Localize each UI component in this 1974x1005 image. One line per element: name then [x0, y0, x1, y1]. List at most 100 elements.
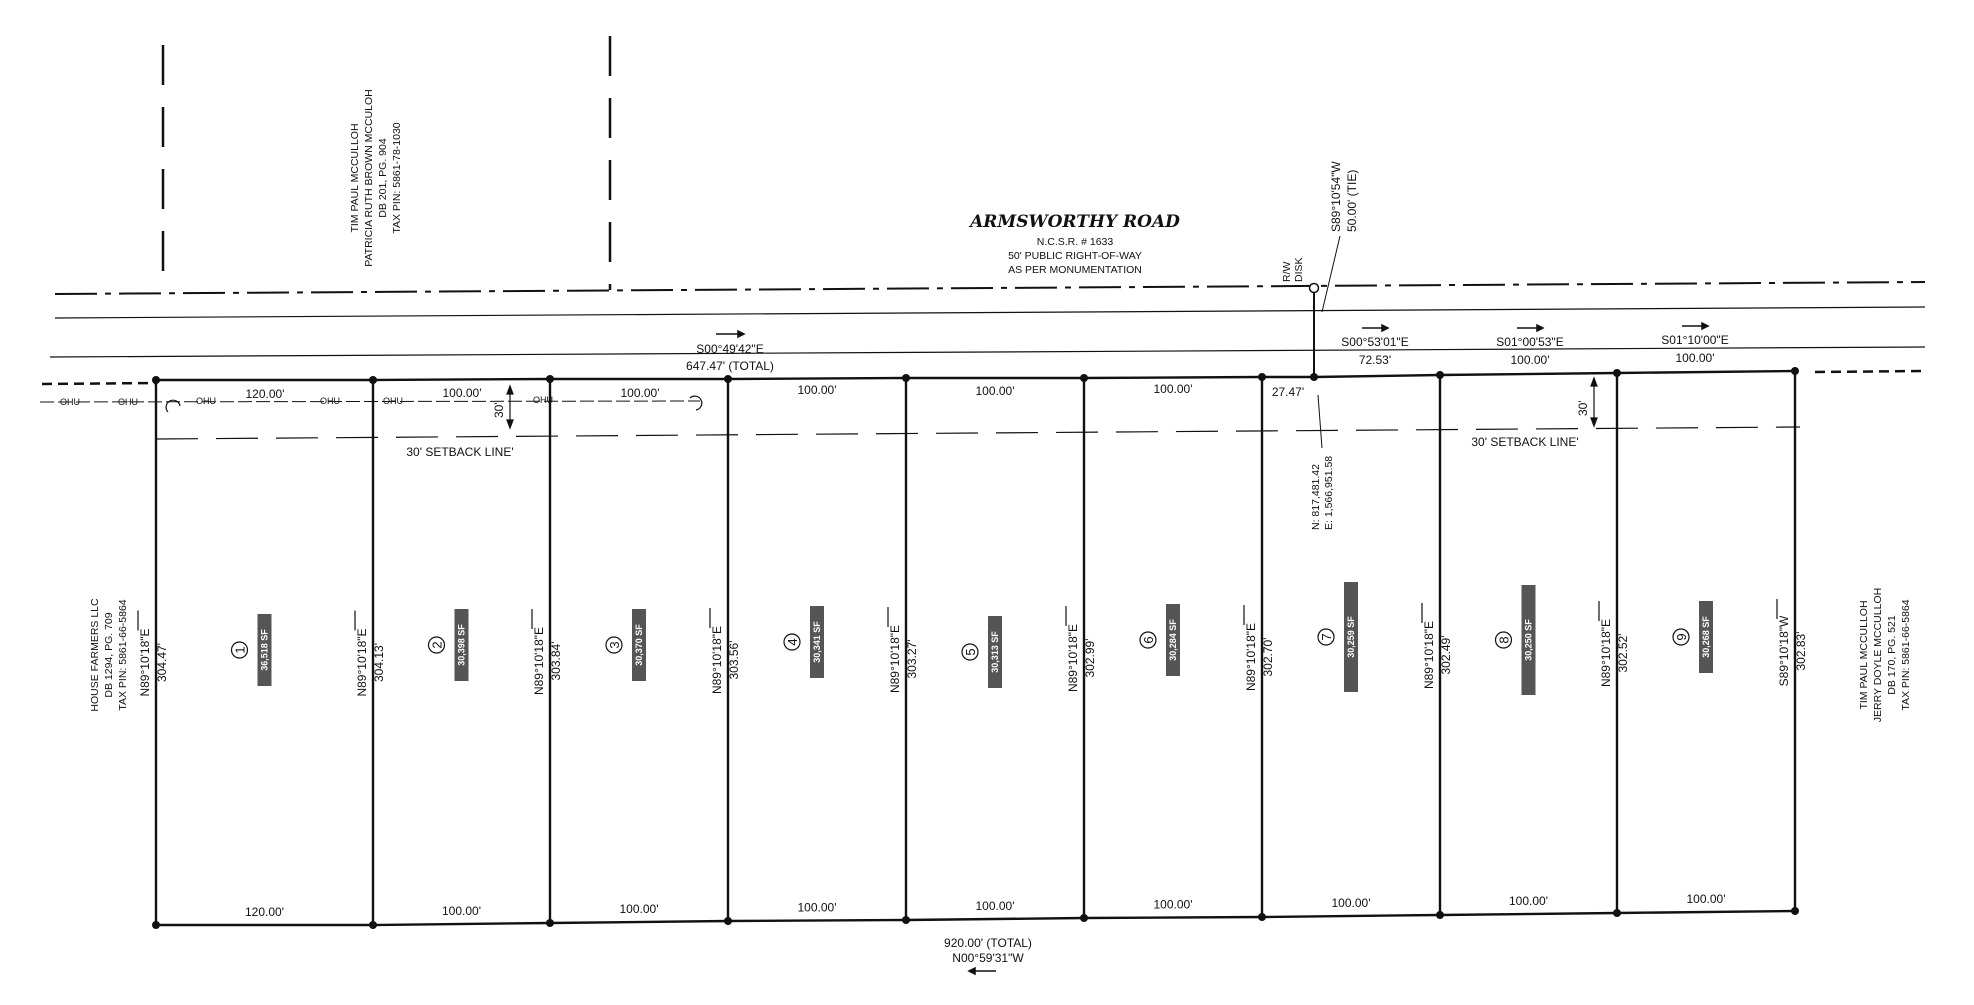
lot-number: 7	[1319, 633, 1334, 640]
overhead-utility-line: OHU OHU OHU OHU OHU OHU	[39, 395, 703, 413]
side-distance-5: 303.27'	[905, 640, 919, 679]
tie-distance: 50.00' (TIE)	[1345, 170, 1359, 232]
lot-area-shading	[257, 614, 272, 686]
lot-area-shading	[454, 609, 469, 681]
lot-area: 30,313 SF	[990, 631, 1000, 673]
lot-number: 1	[233, 646, 248, 653]
lot-number: 8	[1497, 636, 1512, 643]
side-distance-9: 302.52'	[1616, 634, 1630, 673]
front-distance-1: 120.00'	[246, 387, 285, 401]
setback-line	[155, 426, 1801, 440]
lot-lines	[152, 367, 1799, 929]
front-distance-7: 27.47'	[1272, 385, 1304, 399]
frontage-west-total: 647.47' (TOTAL)	[686, 359, 774, 373]
frontage-seg-2-bearing: S01°00'53"E	[1496, 335, 1563, 349]
ohu-label-4: OHU	[320, 396, 340, 406]
lot-number-circle	[230, 641, 249, 659]
corner-marker-top-5	[902, 374, 910, 382]
coord-east: E: 1,566,951.58	[1323, 456, 1335, 530]
east-owner-line-3: DB 170, PG. 521	[1886, 615, 1898, 695]
corner-marker-top-1	[152, 376, 160, 384]
lot-area-shading	[1699, 601, 1713, 673]
lot-number-circle	[1317, 628, 1335, 646]
corner-marker-top-3	[546, 375, 554, 383]
lot-area: 30,250 SF	[1524, 619, 1534, 661]
rear-distance-8: 100.00'	[1509, 894, 1548, 908]
setback-dim-east-label: 30'	[1576, 400, 1590, 416]
front-distance-4: 100.00'	[798, 383, 837, 397]
ohu-label-3: OHU	[196, 396, 216, 406]
rear-bearing: N00°59'31"W	[952, 951, 1024, 965]
side-bearing-8: N89°10'18"E	[1422, 621, 1436, 689]
tie-leader	[1321, 235, 1341, 313]
lot-number-circle	[1139, 631, 1157, 649]
frontage-seg-2-distance: 100.00'	[1511, 353, 1550, 367]
road-row: 50' PUBLIC RIGHT-OF-WAY	[1008, 250, 1142, 262]
setback-dim-west-label: 30'	[492, 402, 506, 418]
east-owner-line-1: TIM PAUL MCCULLOH	[1858, 600, 1870, 709]
corner-marker-bottom-7	[1258, 913, 1266, 921]
side-bearing-9: N89°10'18"E	[1599, 619, 1613, 687]
corner-marker-bottom-3	[546, 919, 554, 927]
rw-disk-marker	[1308, 282, 1320, 294]
corner-marker-rw	[1310, 373, 1318, 381]
lot-area: 30,341 SF	[812, 621, 822, 663]
lot-area-shading	[810, 606, 824, 678]
road-monumentation: AS PER MONUMENTATION	[1008, 264, 1142, 276]
corner-marker-top-9	[1613, 369, 1621, 377]
lot-number-circle	[783, 633, 801, 651]
setback-dim-east	[1590, 376, 1598, 428]
lot-area: 30,370 SF	[634, 624, 644, 666]
frontage-arrow-west	[716, 329, 746, 339]
front-distance-6: 100.00'	[1154, 382, 1193, 396]
side-bearing-1: N89°10'18"E	[138, 628, 152, 696]
lot-number: 2	[430, 641, 445, 648]
corner-marker-bottom-9	[1613, 909, 1621, 917]
front-distance-3: 100.00'	[621, 386, 660, 400]
setback-label-west: 30' SETBACK LINE'	[406, 445, 513, 459]
road-name: ARMSWORTHY ROAD	[968, 212, 1180, 232]
lot-1: 1 36,518 SF	[230, 614, 272, 686]
frontage-seg-3-distance: 100.00'	[1676, 351, 1715, 365]
lot-number-circle	[427, 636, 446, 654]
lot-area: 36,518 SF	[260, 629, 270, 671]
tie-bearing: S89°10'54"W	[1329, 161, 1343, 232]
rear-distance-6: 100.00'	[1154, 898, 1193, 912]
side-bearing-5: N89°10'18"E	[888, 625, 902, 693]
lot-number-circle	[961, 643, 979, 661]
west-owner-line-1: HOUSE FARMERS LLC	[89, 598, 101, 712]
corner-marker-bottom-6	[1080, 914, 1088, 922]
rear-total: 920.00' (TOTAL)	[944, 936, 1032, 950]
side-bearing-4: N89°10'18"E	[710, 626, 724, 694]
ohu-label-5: OHU	[383, 396, 403, 406]
west-owner-line-2: DB 1294, PG. 709	[103, 612, 115, 697]
rear-distance-2: 100.00'	[442, 904, 481, 918]
east-owner-line-4: TAX PIN: 5861-66-5864	[1900, 599, 1912, 710]
rear-distance-4: 100.00'	[798, 901, 837, 915]
side-distance-3: 303.84'	[549, 642, 563, 681]
lot-number-circle	[605, 636, 623, 654]
lot-area-shading	[988, 616, 1002, 688]
front-distance-2: 100.00'	[443, 386, 482, 400]
front-property-line	[156, 369, 1796, 382]
frontage-arrows-east	[1362, 321, 1710, 333]
rw-disk-label-2: DISK	[1293, 257, 1305, 282]
east-owner-line-2: JERRY DOYLE MCCULLOH	[1872, 588, 1884, 722]
north-owner-line-2: PATRICIA RUTH BROWN MCCULOH	[363, 89, 375, 267]
lot-5: 5 30,313 SF	[961, 616, 1002, 688]
lot-number: 5	[963, 648, 978, 655]
north-adjoiner-lines	[161, 36, 612, 290]
setback-label-east: 30' SETBACK LINE'	[1471, 435, 1578, 449]
frontage-seg-1-distance: 72.53'	[1359, 353, 1391, 367]
corner-marker-top-6	[1080, 374, 1088, 382]
corner-marker-top-8	[1436, 371, 1444, 379]
ohu-label-1: OHU	[60, 397, 80, 407]
lot-area-shading	[1521, 585, 1536, 695]
side-bearing-7: N89°10'18"E	[1244, 623, 1258, 691]
lot-area: 30,268 SF	[1701, 616, 1711, 658]
